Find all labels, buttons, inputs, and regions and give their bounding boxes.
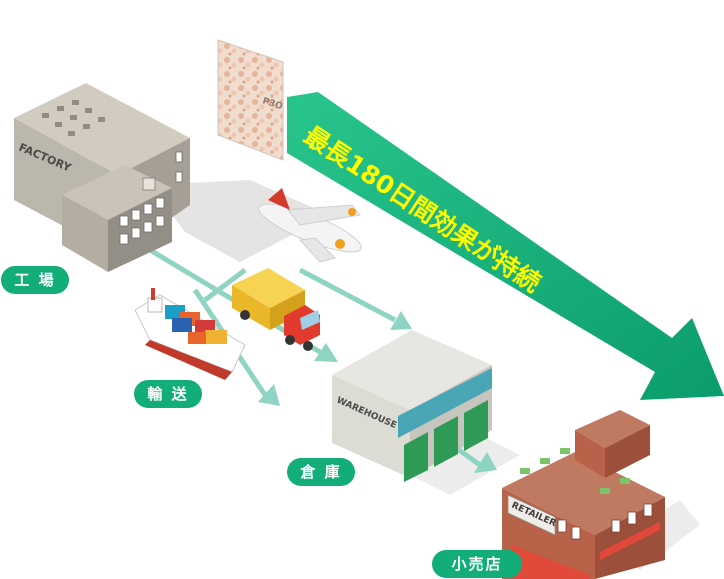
factory-caption-text: 工 場 <box>14 271 56 289</box>
transport-caption-text: 輸 送 <box>147 385 189 403</box>
retailer-caption: 小売店 <box>432 550 522 578</box>
factory-building: FACTORY <box>14 83 190 272</box>
textured-sheet: P3O <box>217 39 284 161</box>
airplane <box>258 188 362 263</box>
warehouse-shadow <box>400 435 520 495</box>
delivery-truck <box>232 268 320 351</box>
retailer-building: RETAILER <box>502 410 665 579</box>
retailer-caption-text: 小売店 <box>451 555 503 573</box>
warehouse-caption: 倉 庫 <box>287 458 355 486</box>
warehouse-caption-text: 倉 庫 <box>300 463 342 481</box>
cargo-ship <box>134 288 246 380</box>
factory-caption: 工 場 <box>1 266 69 294</box>
transport-caption: 輸 送 <box>134 380 202 408</box>
warehouse-building: WAREHOUSE <box>332 330 492 482</box>
